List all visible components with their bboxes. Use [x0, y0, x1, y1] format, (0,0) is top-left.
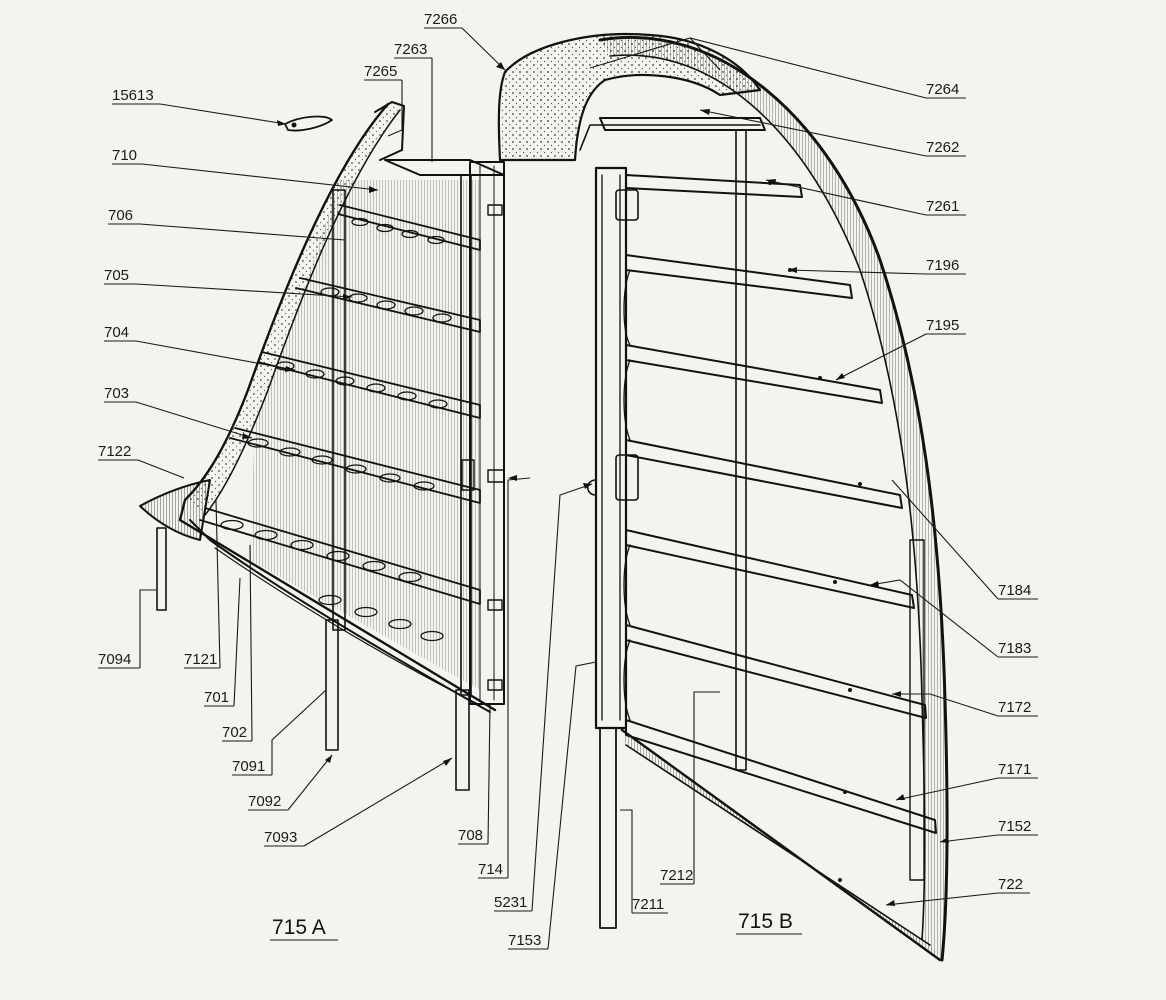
- part-label-7264: 7264: [926, 81, 959, 98]
- part-label-722: 722: [998, 876, 1023, 893]
- part-label-7265: 7265: [364, 63, 397, 80]
- part-label-7263: 7263: [394, 41, 427, 58]
- part-label-7184: 7184: [998, 582, 1031, 599]
- part-label-7172: 7172: [998, 699, 1031, 716]
- part-label-7122: 7122: [98, 443, 131, 460]
- caption-715b: 715 B: [738, 910, 793, 933]
- assembly-715a-drawing: [139, 101, 505, 791]
- part-label-7092: 7092: [248, 793, 281, 810]
- part-label-7212: 7212: [660, 867, 693, 884]
- part-label-5231: 5231: [494, 894, 527, 911]
- part-label-701: 701: [204, 689, 229, 706]
- part-label-704: 704: [104, 324, 129, 341]
- part-label-7266: 7266: [424, 11, 457, 28]
- part-label-15613: 15613: [112, 87, 154, 104]
- part-label-7183: 7183: [998, 640, 1031, 657]
- part-label-706: 706: [108, 207, 133, 224]
- part-label-714: 714: [478, 861, 503, 878]
- part-label-705: 705: [104, 267, 129, 284]
- part-label-7094: 7094: [98, 651, 131, 668]
- assembly-715b-drawing: [497, 32, 949, 962]
- part-label-7262: 7262: [926, 139, 959, 156]
- part-label-708: 708: [458, 827, 483, 844]
- part-label-7153: 7153: [508, 932, 541, 949]
- part-label-703: 703: [104, 385, 129, 402]
- part-label-710: 710: [112, 147, 137, 164]
- part-label-7261: 7261: [926, 198, 959, 215]
- part-label-7171: 7171: [998, 761, 1031, 778]
- part-label-7091: 7091: [232, 758, 265, 775]
- part-label-702: 702: [222, 724, 247, 741]
- part-label-7196: 7196: [926, 257, 959, 274]
- part-label-7093: 7093: [264, 829, 297, 846]
- part-label-7211: 7211: [632, 896, 664, 913]
- caption-715a: 715 A: [272, 916, 326, 939]
- part-label-7195: 7195: [926, 317, 959, 334]
- part-label-7152: 7152: [998, 818, 1031, 835]
- part-labels: 7266 7263 7265 15613 710 706 705 704 703: [98, 11, 1038, 950]
- part-label-7121: 7121: [184, 651, 217, 668]
